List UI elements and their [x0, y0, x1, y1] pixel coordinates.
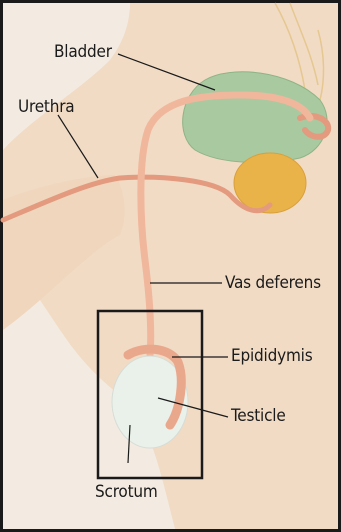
bladder-label: Bladder	[54, 43, 112, 61]
urethra-label: Urethra	[18, 98, 74, 116]
vas-deferens-label: Vas deferens	[225, 274, 321, 292]
scrotum-label: Scrotum	[95, 483, 158, 501]
testicle-label: Testicle	[231, 407, 286, 425]
epididymis-label: Epididymis	[231, 347, 312, 365]
